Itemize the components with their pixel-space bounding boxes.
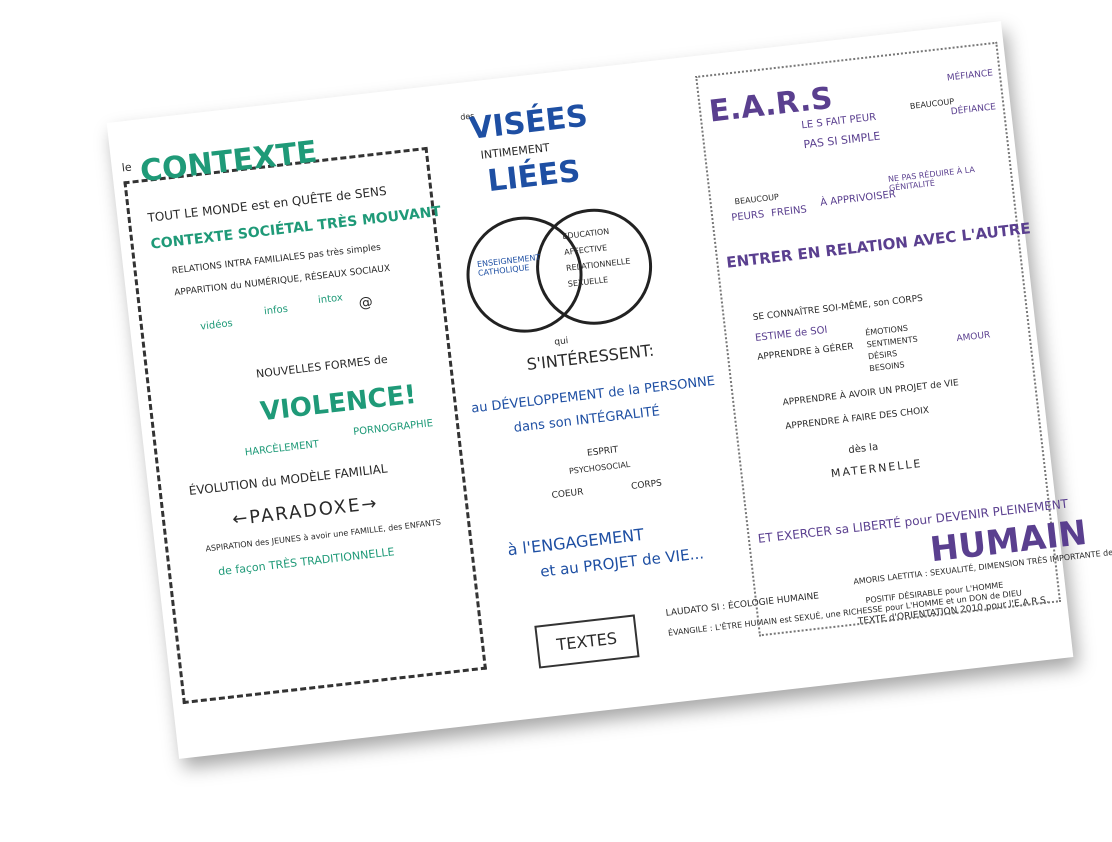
title-line3: LIÉES (485, 153, 583, 200)
poster-sheet: le CONTEXTE TOUT LE MONDE est en QUÊTE d… (106, 21, 1112, 759)
qui: qui (553, 336, 569, 348)
textes-book: TEXTES (534, 614, 640, 669)
developpement: au DÉVELOPPEMENT de la PERSONNE (470, 373, 716, 417)
esprit: ESPRIT (586, 445, 619, 459)
psychosocial: PSYCHOSOCIAL (568, 459, 631, 476)
contexte-le: le (121, 160, 133, 175)
coeur: COEUR (551, 487, 585, 501)
media-at: @ (357, 294, 374, 312)
title-line1: VISÉES (467, 98, 590, 147)
interessent: S'INTÉRESSENT: (525, 340, 656, 374)
corps: CORPS (630, 478, 663, 492)
